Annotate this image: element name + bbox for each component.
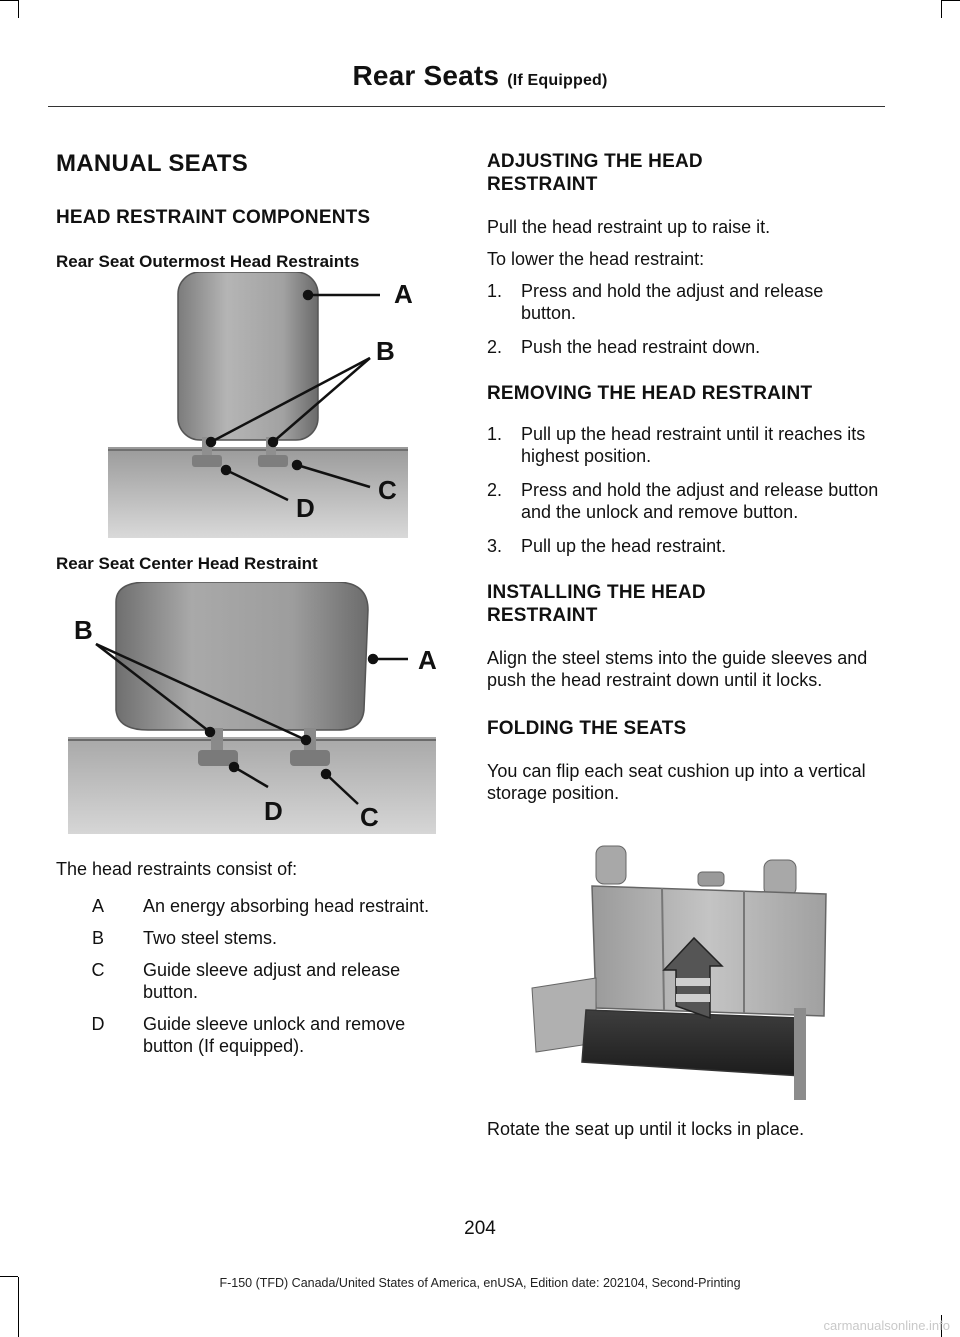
fig2-label-c: C bbox=[360, 802, 379, 832]
component-legend: A An energy absorbing head restraint. B … bbox=[92, 895, 443, 1067]
consist-intro: The head restraints consist of: bbox=[56, 859, 298, 879]
remove-steps: 1. Pull up the head restraint until it re… bbox=[487, 423, 882, 557]
step-number: 3. bbox=[487, 536, 503, 556]
legend-key: D bbox=[91, 1014, 105, 1034]
legend-key: B bbox=[91, 928, 104, 948]
page-number: 204 bbox=[464, 1218, 496, 1239]
fig1-label-b: B bbox=[376, 336, 395, 366]
install-paragraph: Align the steel stems into the guide sle… bbox=[487, 648, 868, 690]
step-text: Press and hold the adjust and release bu… bbox=[521, 281, 824, 323]
step-number: 1. bbox=[487, 281, 503, 301]
head-restraint-shape bbox=[115, 582, 369, 731]
list-item: 2. Push the head restraint down. bbox=[487, 336, 882, 358]
seat-cushion-shape bbox=[581, 1009, 803, 1077]
install-title: INSTALLING THE HEAD RESTRAINT bbox=[487, 582, 706, 626]
legend-text: Guide sleeve adjust and release button. bbox=[143, 960, 401, 1002]
step-text: Press and hold the adjust and release bu… bbox=[521, 480, 879, 522]
fig2-label-d: D bbox=[264, 796, 283, 826]
legend-item: D Guide sleeve unlock and remove button … bbox=[92, 1013, 443, 1057]
head-restraint-shape bbox=[177, 272, 319, 441]
legend-item: A An energy absorbing head restraint. bbox=[92, 895, 443, 917]
crop-mark bbox=[941, 0, 942, 18]
fold-arrow-icon bbox=[662, 936, 724, 1020]
step-number: 2. bbox=[487, 337, 503, 357]
crop-mark bbox=[941, 1315, 942, 1337]
crop-mark bbox=[18, 1277, 19, 1337]
watermark: carmanualsonline.info bbox=[823, 1318, 950, 1333]
legend-item: C Guide sleeve adjust and release button… bbox=[92, 959, 443, 1003]
legend-key: A bbox=[91, 896, 104, 916]
list-item: 1. Press and hold the adjust and release … bbox=[487, 280, 882, 324]
legend-text: An energy absorbing head restraint. bbox=[143, 896, 430, 916]
legend-text: Two steel stems. bbox=[143, 928, 278, 948]
seat-back-shape bbox=[591, 885, 827, 1017]
fold-paragraph: You can flip each seat cushion up into a… bbox=[487, 761, 866, 803]
header-subtitle: (If Equipped) bbox=[507, 72, 608, 89]
crop-mark bbox=[18, 0, 19, 18]
list-item: 1. Pull up the head restraint until it re… bbox=[487, 423, 882, 467]
header-title: Rear Seats bbox=[352, 60, 500, 91]
list-item: 2. Press and hold the adjust and release … bbox=[487, 479, 882, 523]
section-title: MANUAL SEATS bbox=[56, 150, 249, 177]
step-number: 2. bbox=[487, 480, 503, 500]
header-rule bbox=[48, 106, 885, 107]
seat-back-shape bbox=[68, 737, 436, 834]
crop-mark bbox=[0, 1276, 18, 1277]
step-text: Push the head restraint down. bbox=[521, 337, 761, 357]
step-text: Pull up the head restraint. bbox=[521, 536, 727, 556]
figure-folding-seats bbox=[531, 845, 827, 1100]
step-number: 1. bbox=[487, 424, 503, 444]
fold-caption: Rotate the seat up until it locks in pla… bbox=[487, 1119, 805, 1139]
adjust-paragraph-1: Pull the head restraint up to raise it. bbox=[487, 217, 771, 237]
figure-center-head-restraint: B A D C bbox=[68, 582, 437, 834]
subsection-title: HEAD RESTRAINT COMPONENTS bbox=[56, 207, 371, 228]
figure-title-outermost: Rear Seat Outermost Head Restraints bbox=[56, 252, 360, 271]
adjust-paragraph-2: To lower the head restraint: bbox=[487, 249, 705, 269]
figure-outermost-head-restraint: A B C D bbox=[108, 272, 413, 538]
crop-mark bbox=[0, 0, 18, 1]
page-header: Rear Seats (If Equipped) bbox=[0, 60, 960, 92]
fig1-label-a: A bbox=[394, 279, 413, 309]
adjust-steps: 1. Press and hold the adjust and release … bbox=[487, 280, 882, 358]
step-text: Pull up the head restraint until it reac… bbox=[521, 424, 866, 466]
legend-text: Guide sleeve unlock and remove button (I… bbox=[143, 1014, 406, 1056]
fig1-label-c: C bbox=[378, 475, 397, 505]
remove-title: REMOVING THE HEAD RESTRAINT bbox=[487, 383, 813, 404]
adjust-title: ADJUSTING THE HEAD RESTRAINT bbox=[487, 151, 703, 195]
list-item: 3. Pull up the head restraint. bbox=[487, 535, 882, 557]
legend-item: B Two steel stems. bbox=[92, 927, 443, 949]
edition-line: F-150 (TFD) Canada/United States of Amer… bbox=[219, 1276, 741, 1290]
fig2-label-a: A bbox=[418, 645, 437, 675]
fig1-label-d: D bbox=[296, 493, 315, 523]
left-column: MANUAL SEATS HEAD RESTRAINT COMPONENTS R… bbox=[56, 150, 451, 273]
fig2-label-b: B bbox=[74, 615, 93, 645]
right-column: ADJUSTING THE HEAD RESTRAINT Pull the he… bbox=[487, 150, 882, 804]
crop-mark bbox=[942, 0, 960, 1]
legend-key: C bbox=[91, 960, 105, 980]
fold-title: FOLDING THE SEATS bbox=[487, 718, 687, 739]
figure-title-center: Rear Seat Center Head Restraint bbox=[56, 554, 318, 573]
